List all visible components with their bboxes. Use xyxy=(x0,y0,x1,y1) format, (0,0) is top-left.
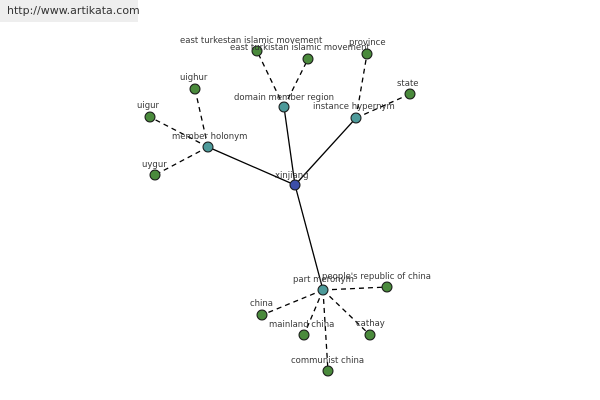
term-edge xyxy=(355,53,368,119)
term-node-label[interactable]: uighur xyxy=(180,73,208,83)
term-node-label[interactable]: uygur xyxy=(142,160,167,170)
relation-node-dot[interactable] xyxy=(350,112,362,124)
term-edge xyxy=(355,93,411,119)
term-node-dot[interactable] xyxy=(144,111,156,123)
term-node-dot[interactable] xyxy=(189,83,201,95)
term-node-label[interactable]: east turkistan islamic movement xyxy=(230,43,370,53)
relation-edge xyxy=(207,146,296,186)
term-edge xyxy=(154,146,209,176)
relation-node-label[interactable]: domain member region xyxy=(234,93,334,103)
relation-node-dot[interactable] xyxy=(317,284,329,296)
relation-node-member-holonym[interactable]: member holonym xyxy=(172,132,247,153)
nodes-layer: xinjiang member holonym uighur uigur uygur do… xyxy=(137,36,431,377)
term-node-east-turkestan-1[interactable]: east turkestan islamic movement xyxy=(180,36,323,57)
term-node-dot[interactable] xyxy=(381,281,393,293)
term-node-prc[interactable]: people's republic of china xyxy=(322,272,431,293)
term-node-dot[interactable] xyxy=(302,53,314,65)
term-edge xyxy=(322,289,371,336)
term-node-mainland-china[interactable]: mainland china xyxy=(269,320,334,341)
term-edge xyxy=(149,116,209,148)
term-node-dot[interactable] xyxy=(322,365,334,377)
term-node-dot[interactable] xyxy=(364,329,376,341)
term-edge xyxy=(256,50,285,108)
term-node-label[interactable]: state xyxy=(397,79,419,89)
term-node-state[interactable]: state xyxy=(397,79,419,100)
term-node-province[interactable]: province xyxy=(349,38,386,60)
term-node-dot[interactable] xyxy=(404,88,416,100)
relation-node-label[interactable]: member holonym xyxy=(172,132,247,142)
relation-edge xyxy=(283,106,296,186)
relation-node-label[interactable]: part meronym xyxy=(293,275,354,285)
term-node-uighur[interactable]: uighur xyxy=(180,73,208,95)
relation-edge xyxy=(294,184,324,291)
term-node-label[interactable]: people's republic of china xyxy=(322,272,431,282)
center-node-dot[interactable] xyxy=(289,179,301,191)
term-node-cathay[interactable]: cathay xyxy=(356,319,385,341)
term-node-china[interactable]: china xyxy=(250,299,273,321)
term-edge xyxy=(322,289,329,372)
relation-node-part-meronym[interactable]: part meronym xyxy=(293,275,354,296)
term-node-uygur[interactable]: uygur xyxy=(142,160,167,181)
term-node-dot[interactable] xyxy=(251,45,263,57)
term-node-uigur[interactable]: uigur xyxy=(137,101,160,123)
relation-edge xyxy=(294,117,357,186)
relation-node-instance-hypernym[interactable]: instance hypernym xyxy=(313,102,395,124)
term-node-label[interactable]: uigur xyxy=(137,101,160,111)
term-node-label[interactable]: communist china xyxy=(291,356,364,366)
term-edge xyxy=(322,286,388,291)
site-url-link[interactable]: http://www.artikata.com xyxy=(7,4,140,17)
term-node-dot[interactable] xyxy=(361,48,373,60)
relation-node-dot[interactable] xyxy=(278,101,290,113)
term-node-dot[interactable] xyxy=(256,309,268,321)
term-edge xyxy=(194,88,209,148)
term-node-east-turkestan-2[interactable]: east turkistan islamic movement xyxy=(230,43,370,65)
term-node-dot[interactable] xyxy=(298,329,310,341)
edges-layer xyxy=(149,50,411,372)
term-node-communist-china[interactable]: communist china xyxy=(291,356,364,377)
relation-node-label[interactable]: instance hypernym xyxy=(313,102,395,112)
term-edge xyxy=(303,289,324,336)
term-node-label[interactable]: mainland china xyxy=(269,320,334,330)
relation-node-dot[interactable] xyxy=(202,141,214,153)
term-node-label[interactable]: cathay xyxy=(356,319,385,329)
center-node-xinjiang[interactable]: xinjiang xyxy=(275,171,309,191)
url-bar: http://www.artikata.com xyxy=(0,0,140,22)
term-node-dot[interactable] xyxy=(149,169,161,181)
center-node-label[interactable]: xinjiang xyxy=(275,171,309,181)
relation-node-domain-member-region[interactable]: domain member region xyxy=(234,93,334,113)
term-node-label[interactable]: east turkestan islamic movement xyxy=(180,36,323,46)
term-edge xyxy=(261,289,324,316)
term-node-label[interactable]: china xyxy=(250,299,273,309)
term-node-label[interactable]: province xyxy=(349,38,386,48)
